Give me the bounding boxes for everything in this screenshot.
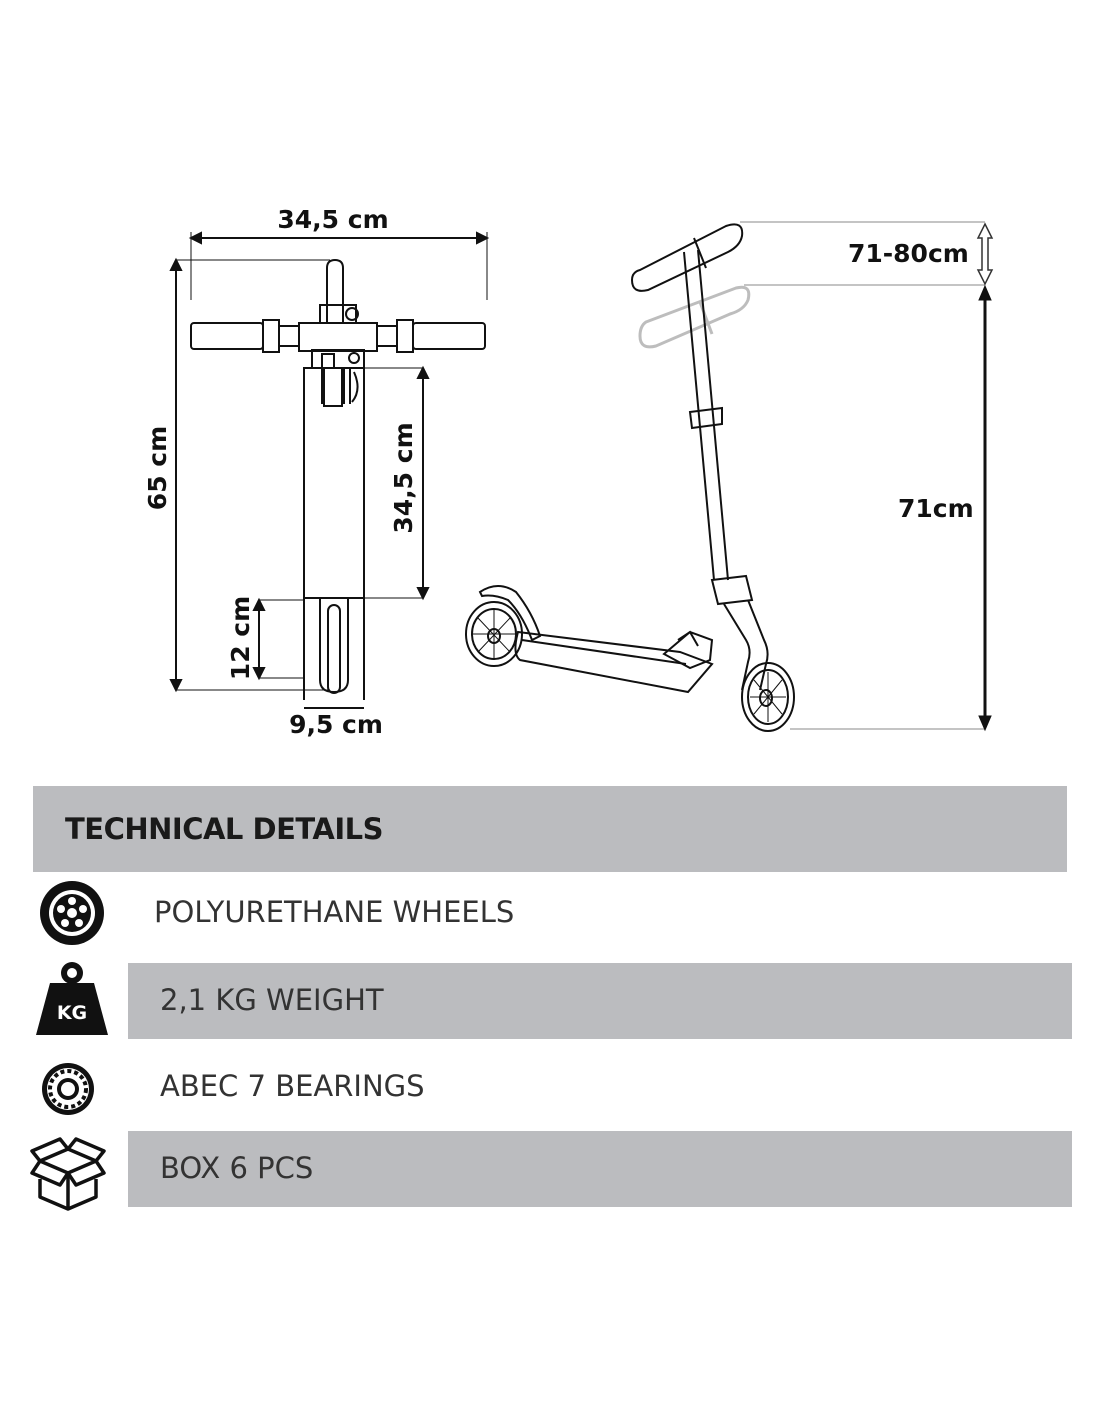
handlebar-width-label: 34,5 cm [277, 205, 388, 234]
box-icon [30, 1137, 106, 1211]
weight-icon: KG [36, 962, 108, 1035]
deck-length-label: 34,5 cm [389, 422, 418, 533]
side-dimension-lines [740, 221, 994, 732]
adjust-range-label: 71-80cm [848, 239, 969, 268]
spec-row-weight: KG 2,1 KG WEIGHT [0, 957, 1100, 1041]
wheel-icon [40, 881, 104, 945]
side-height-label: 71cm [898, 494, 974, 523]
technical-details-header: TECHNICAL DETAILS [33, 786, 1067, 872]
spec-row-box: BOX 6 PCS [0, 1127, 1100, 1211]
front-view-scooter [190, 258, 486, 700]
side-view-scooter [465, 223, 795, 732]
section-title: TECHNICAL DETAILS [65, 812, 384, 846]
spec-label-box: BOX 6 PCS [160, 1151, 314, 1185]
spec-label-bearings: ABEC 7 BEARINGS [160, 1069, 425, 1103]
front-dimension-lines [169, 231, 490, 709]
wheel-width-label: 9,5 cm [289, 710, 383, 739]
weight-icon-text: KG [57, 1002, 87, 1024]
total-height-label: 65 cm [143, 426, 172, 510]
bearing-icon [42, 1063, 94, 1115]
wheel-height-label: 12 cm [226, 596, 255, 680]
spec-row-bearings: ABEC 7 BEARINGS [0, 1045, 1100, 1129]
spec-label-weight: 2,1 KG WEIGHT [160, 983, 384, 1017]
spec-row-wheels: POLYURETHANE WHEELS [0, 873, 1100, 953]
scooter-dimension-diagram: 34,5 cm 65 cm 34,5 cm 12 cm 9,5 cm [143, 205, 994, 739]
spec-label-wheels: POLYURETHANE WHEELS [154, 895, 515, 929]
